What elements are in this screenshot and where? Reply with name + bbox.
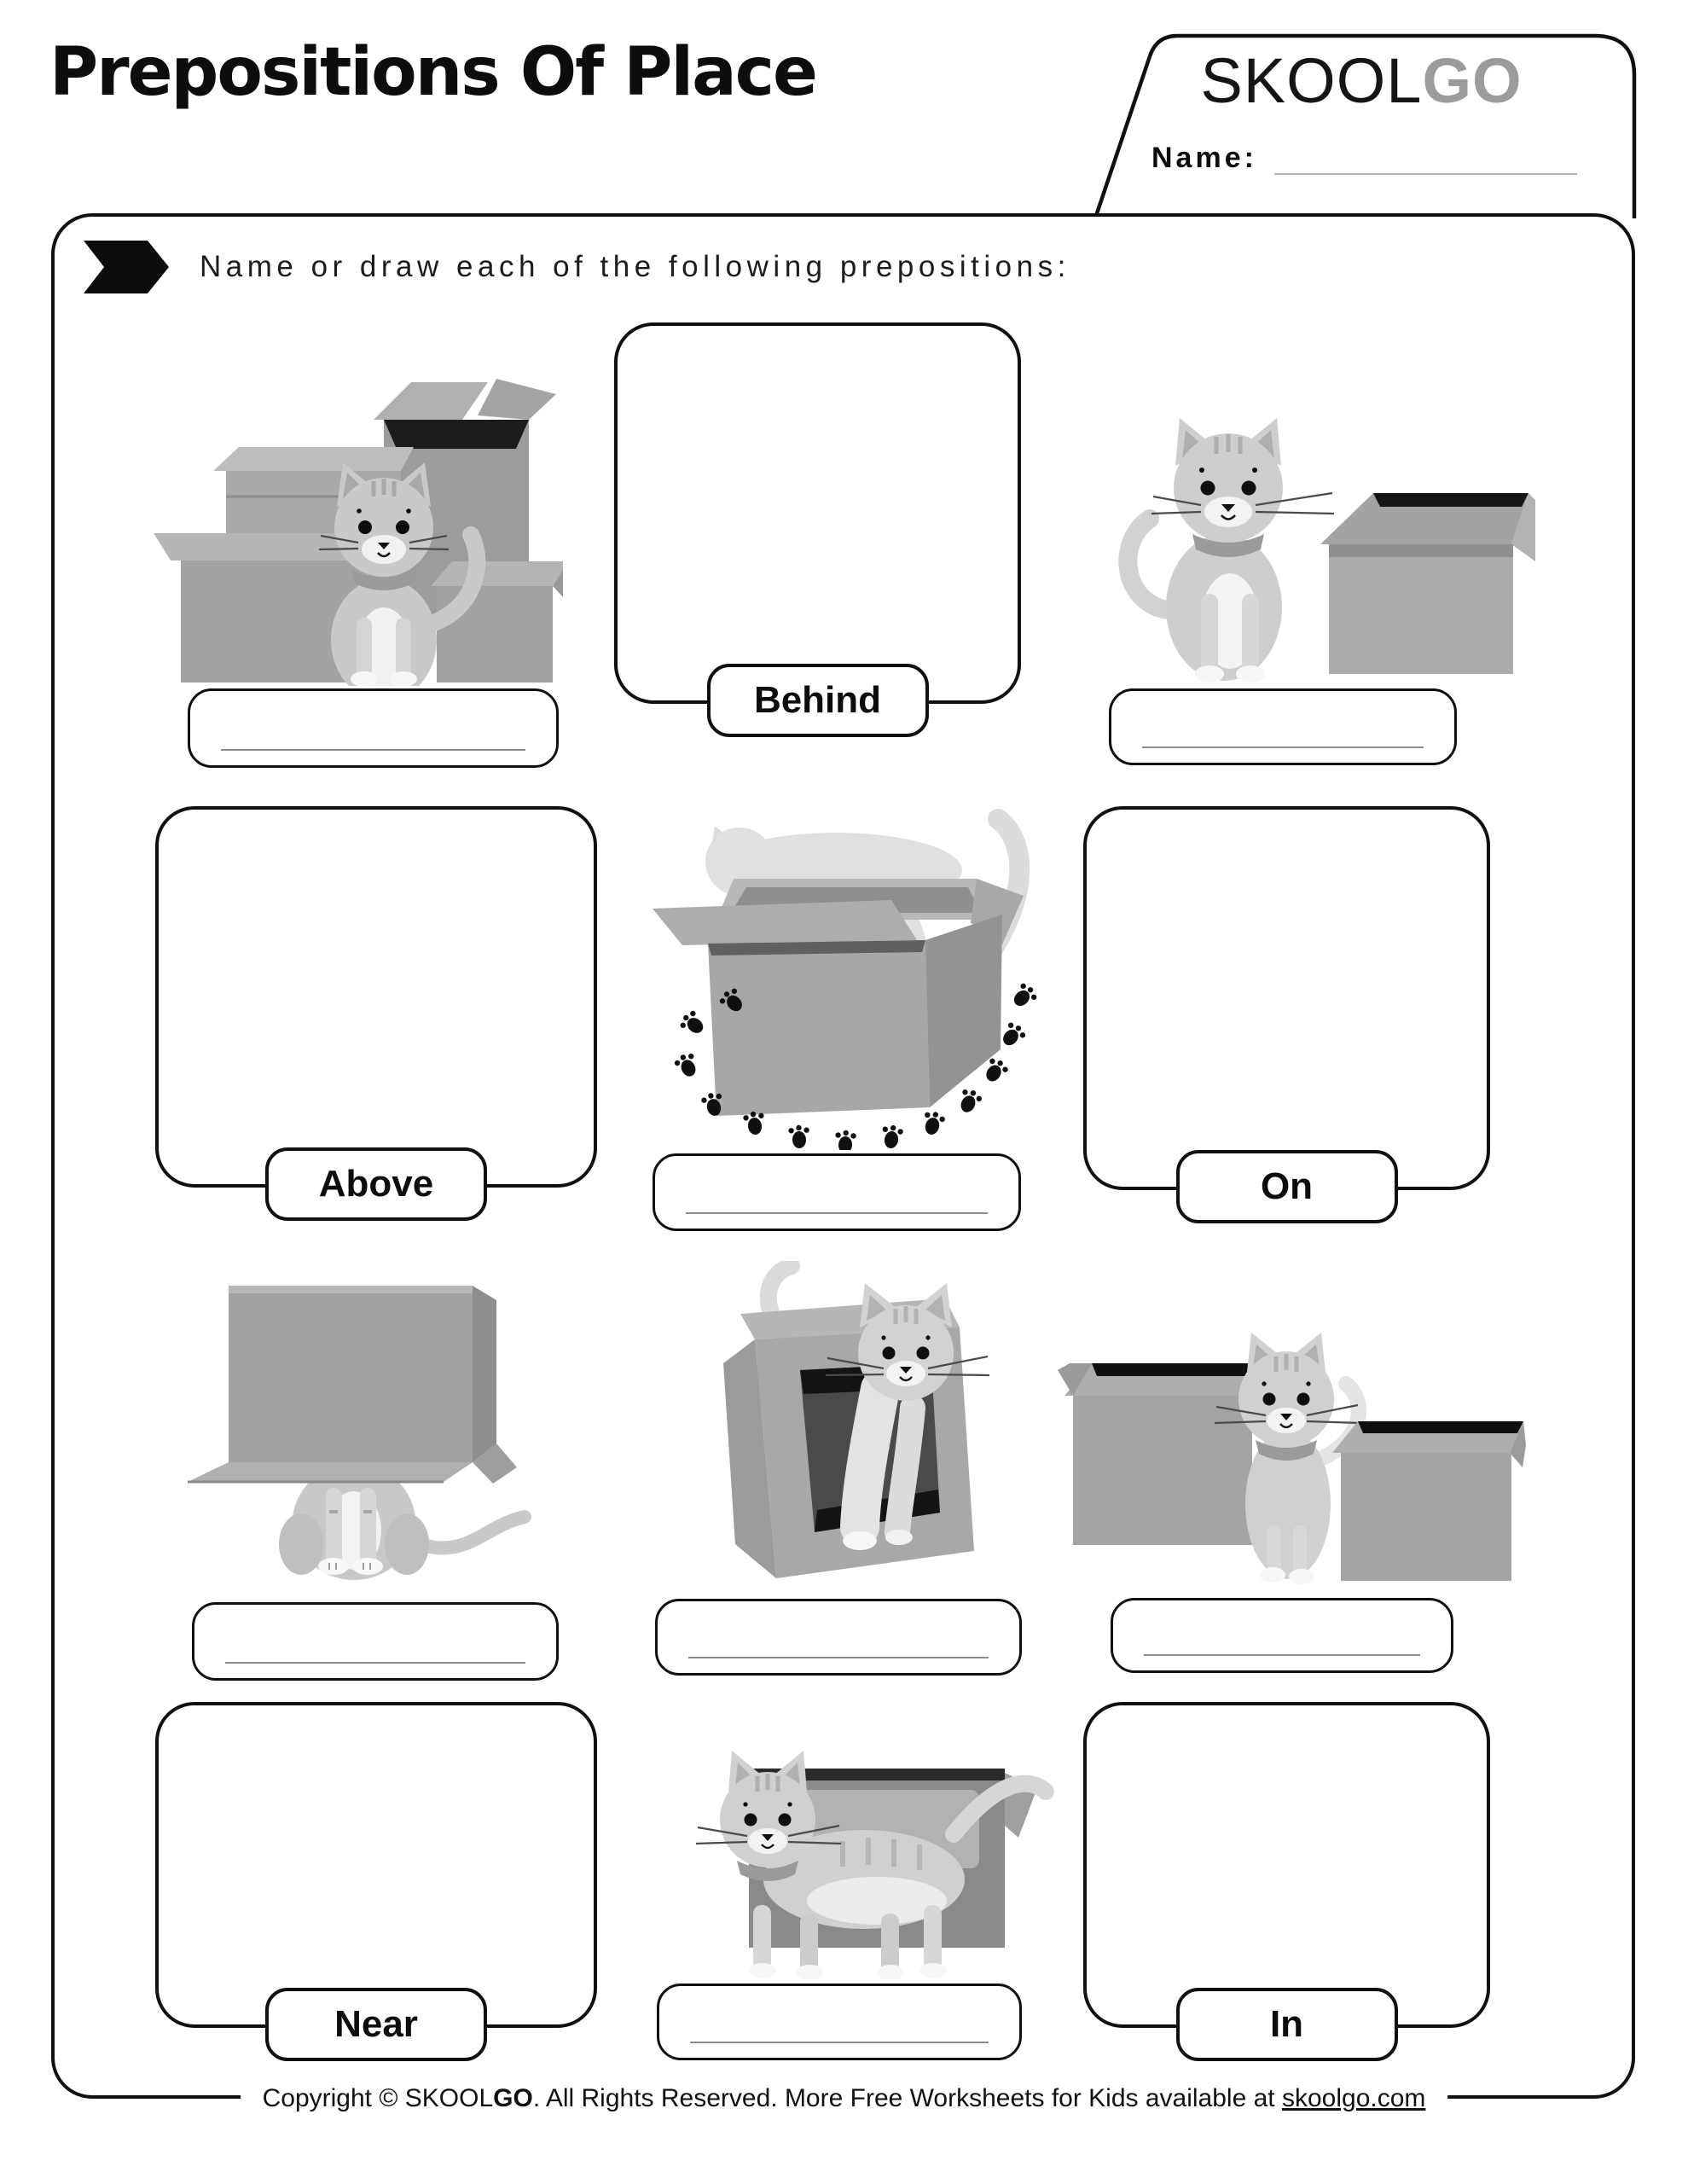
answer-box-among[interactable] (188, 688, 559, 768)
cat-under-box-illustration (162, 1273, 554, 1597)
arrow-tag-icon (84, 241, 169, 293)
skoolgo-logo: SKOOLGO (1085, 44, 1638, 117)
logo-go-text: GO (1422, 45, 1523, 116)
cat-around-box-illustration (635, 768, 1053, 1150)
cat-next-to-box-illustration (1092, 392, 1535, 686)
copyright-brand-bold: GO (493, 2084, 533, 2112)
answer-box-between[interactable] (1111, 1598, 1453, 1673)
preposition-label-above: Above (265, 1147, 487, 1221)
copyright-middle: . All Rights Reserved. More Free Workshe… (532, 2084, 1282, 2112)
answer-box-in-front-of[interactable] (657, 1984, 1022, 2060)
preposition-label-behind: Behind (706, 664, 929, 737)
instruction-row: Name or draw each of the following prepo… (84, 241, 1070, 293)
answer-write-line[interactable] (1144, 1654, 1420, 1656)
header-tab-outline (1093, 33, 1637, 218)
name-field-row: Name: (1151, 142, 1577, 175)
draw-box-above[interactable]: Above (155, 806, 597, 1221)
preposition-label-on: On (1175, 1150, 1398, 1223)
preposition-label-in: In (1175, 1988, 1398, 2061)
answer-write-line[interactable] (221, 749, 525, 751)
answer-box-out-of[interactable] (655, 1599, 1022, 1676)
draw-box-near[interactable]: Near (155, 1702, 597, 2061)
answer-write-line[interactable] (1142, 746, 1424, 748)
answer-write-line[interactable] (686, 1212, 988, 1214)
label-text: Behind (753, 679, 882, 721)
logo-skool-text: SKOOL (1200, 45, 1423, 116)
answer-box-under[interactable] (192, 1602, 559, 1681)
cat-between-boxes-illustration (1058, 1321, 1527, 1587)
draw-box-behind[interactable]: Behind (614, 322, 1021, 737)
answer-box-around[interactable] (653, 1153, 1021, 1231)
instruction-text: Name or draw each of the following prepo… (200, 250, 1070, 283)
label-text: Near (334, 2003, 418, 2045)
draw-box-in[interactable]: In (1083, 1702, 1490, 2061)
copyright-prefix: Copyright © SKOOL (262, 2084, 494, 2112)
answer-write-line[interactable] (225, 1662, 525, 1664)
cat-among-boxes-illustration (128, 369, 563, 686)
cat-in-front-of-box-illustration (672, 1739, 1056, 1979)
label-text: In (1269, 2003, 1304, 2045)
answer-write-line[interactable] (688, 1657, 989, 1658)
name-write-line[interactable] (1273, 144, 1577, 175)
name-label: Name: (1151, 142, 1257, 174)
label-text: Above (318, 1163, 434, 1205)
skoolgo-link[interactable]: skoolgo.com (1281, 2084, 1426, 2112)
draw-box-on[interactable]: On (1083, 806, 1490, 1223)
cat-out-of-box-illustration (657, 1261, 1049, 1594)
label-text: On (1260, 1165, 1314, 1207)
answer-write-line[interactable] (690, 2042, 989, 2043)
page-title: Prepositions Of Place (49, 34, 818, 111)
answer-box-beside[interactable] (1109, 688, 1457, 765)
preposition-label-near: Near (265, 1988, 487, 2061)
copyright-footer: Copyright © SKOOLGO. All Rights Reserved… (240, 2080, 1448, 2117)
